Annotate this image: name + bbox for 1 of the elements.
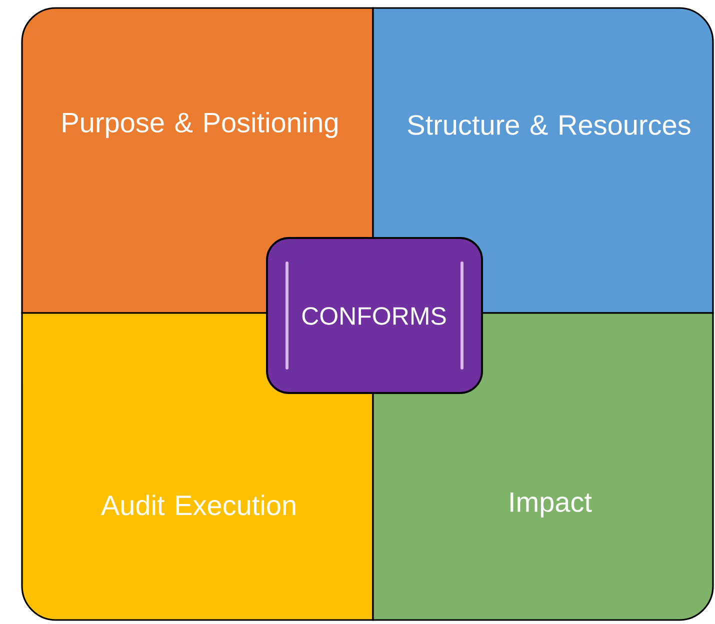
center-box: CONFORMS (266, 237, 483, 394)
